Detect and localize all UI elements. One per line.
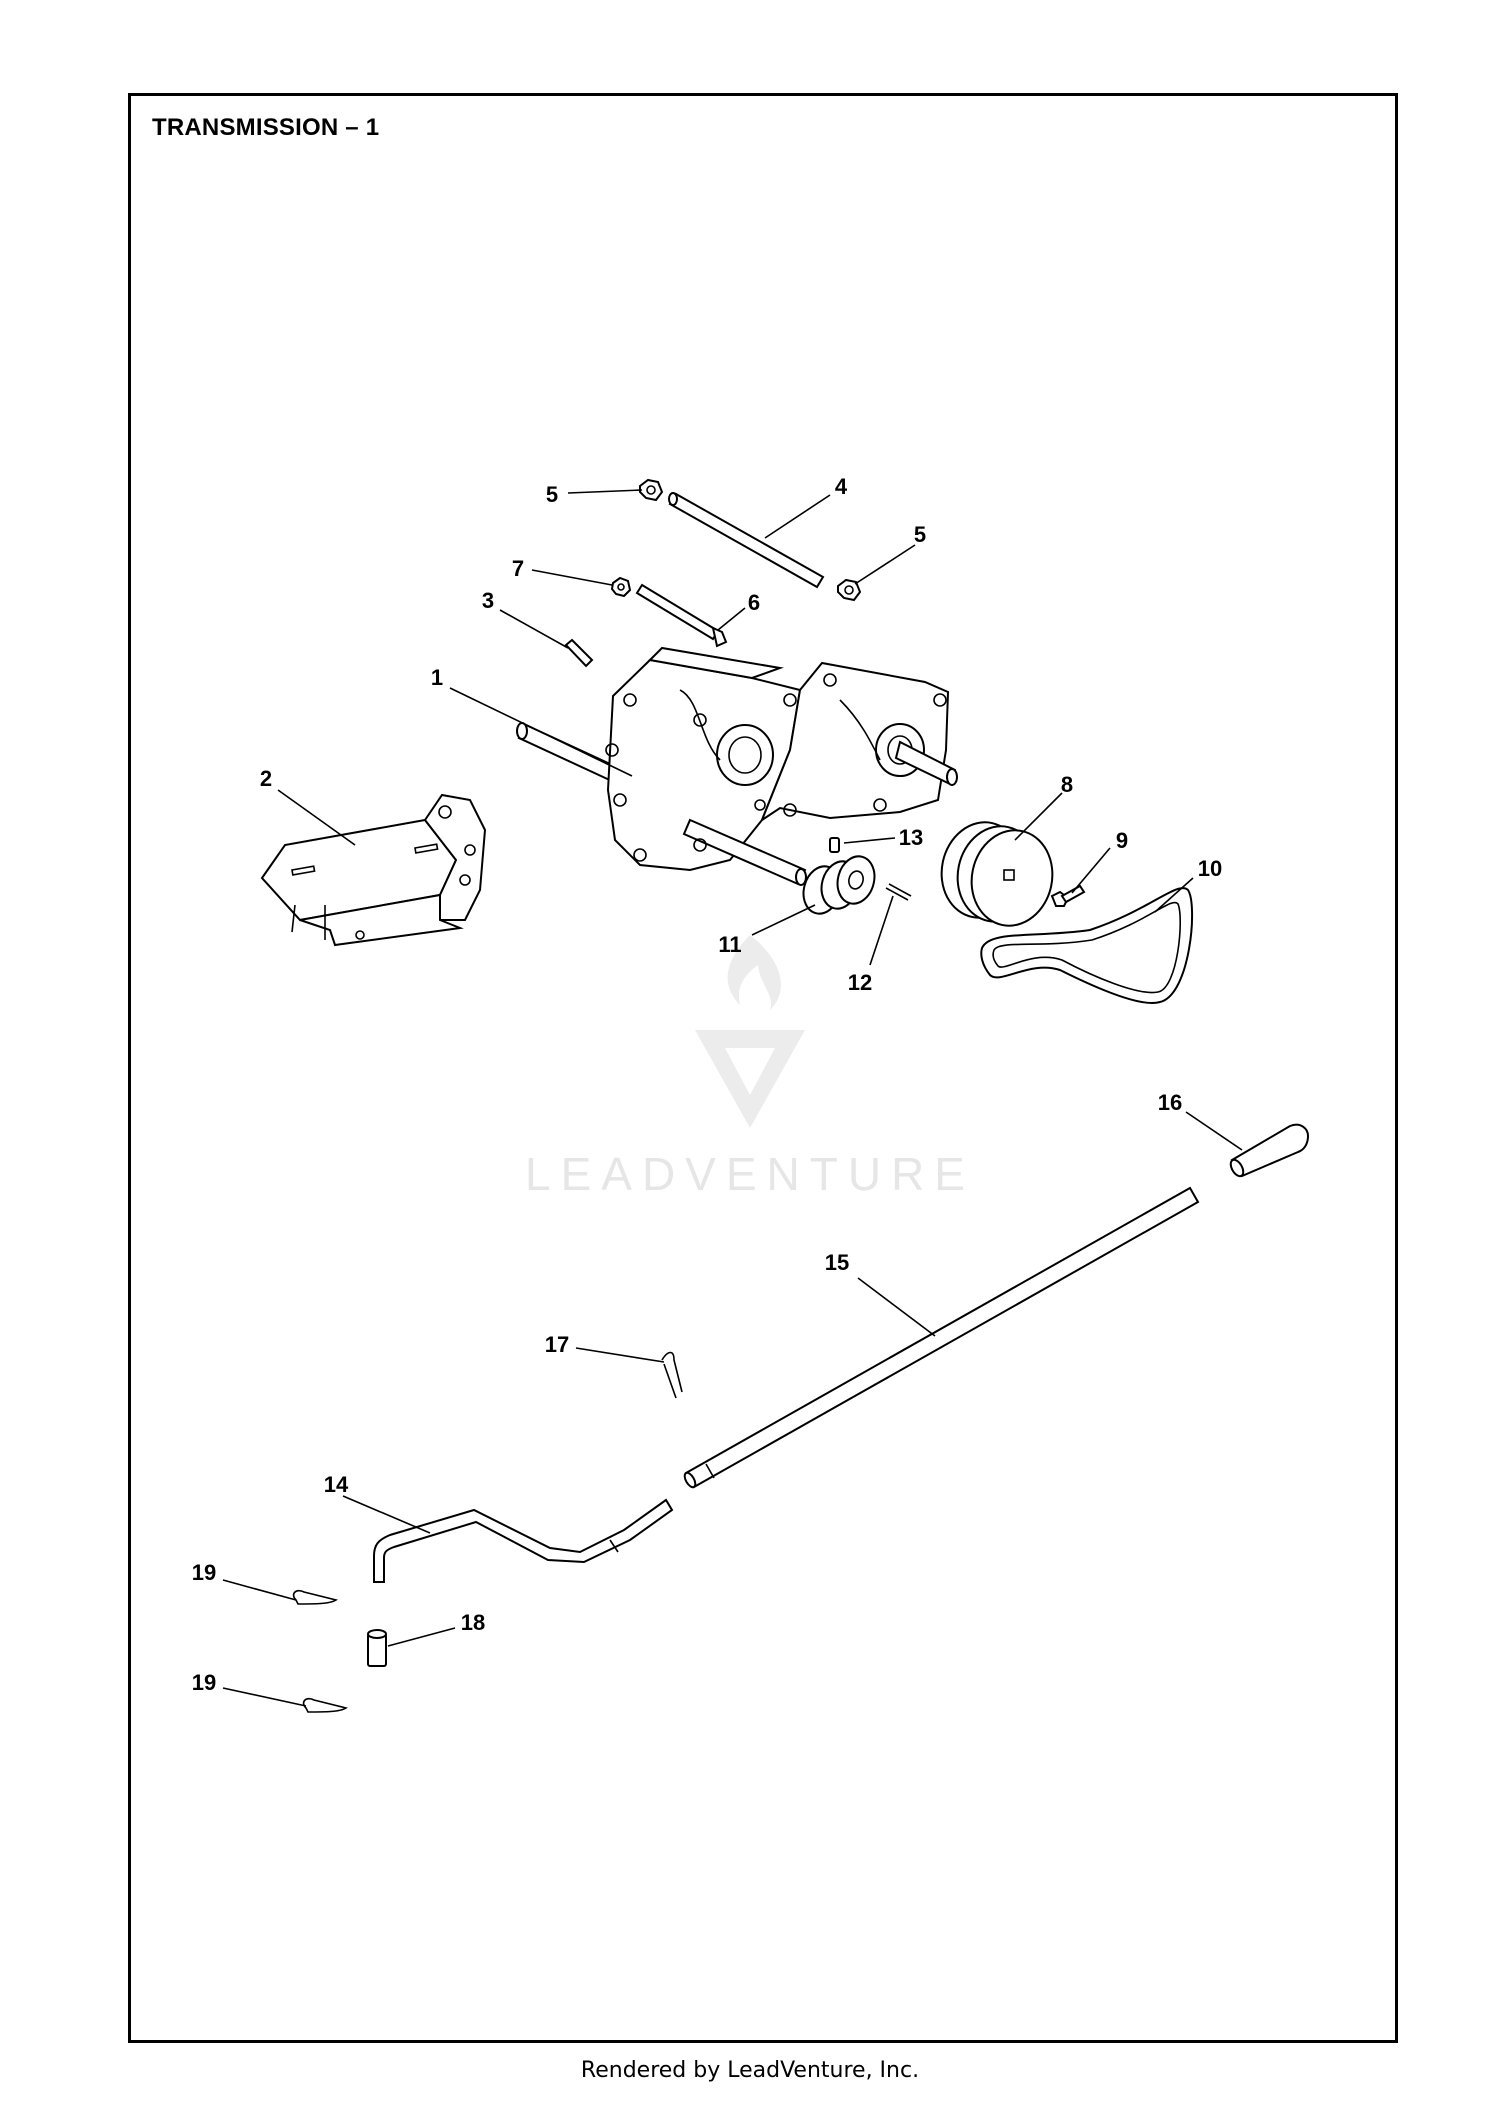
part-5-nut-lower[interactable] [837, 578, 862, 602]
footer-credit: Rendered by LeadVenture, Inc. [580, 2058, 920, 2083]
part-11-small-pulley[interactable] [798, 852, 879, 918]
part-4-rod[interactable] [668, 492, 825, 589]
part-8-pulley[interactable] [933, 815, 1061, 934]
part-2-bracket[interactable] [260, 793, 487, 947]
callout-10: 10 [1198, 856, 1222, 881]
callout-1: 1 [431, 665, 443, 690]
callout-18: 18 [461, 1610, 485, 1635]
callout-5a: 5 [546, 482, 558, 507]
part-3-key[interactable] [564, 638, 594, 668]
part-19-hairpin-upper[interactable] [292, 1589, 338, 1605]
part-18-bushing[interactable] [367, 1629, 387, 1667]
part-15-shift-rod[interactable] [683, 1186, 1200, 1489]
part-14-shift-rod[interactable] [373, 1498, 674, 1583]
watermark-flame-icon [727, 935, 781, 1010]
part-7-nut[interactable] [610, 576, 632, 598]
callout-15: 15 [825, 1250, 849, 1275]
callout-12: 12 [848, 970, 872, 995]
callout-4: 4 [835, 474, 848, 499]
callout-13: 13 [899, 825, 923, 850]
part-17-clip[interactable] [661, 1351, 683, 1399]
callout-19a: 19 [192, 1560, 216, 1585]
part-5-nut-upper[interactable] [639, 478, 664, 502]
leader-lines [222, 489, 1243, 1707]
callout-17: 17 [545, 1332, 569, 1357]
callout-14: 14 [324, 1472, 349, 1497]
callout-5b: 5 [914, 522, 926, 547]
callout-7: 7 [512, 556, 524, 581]
callout-19b: 19 [192, 1670, 216, 1695]
watermark-logo-icon [695, 1030, 805, 1128]
callout-labels: 1 2 3 4 5 5 6 7 8 9 10 11 12 13 14 15 16… [192, 474, 1222, 1695]
part-19-hairpin-lower[interactable] [302, 1697, 348, 1713]
callout-9: 9 [1116, 828, 1128, 853]
callout-11: 11 [718, 932, 741, 957]
callout-2: 2 [260, 766, 272, 791]
part-12-pin[interactable] [885, 883, 912, 901]
part-16-grip[interactable] [1228, 1123, 1310, 1179]
part-10-belt[interactable] [980, 887, 1194, 1004]
callout-16: 16 [1158, 1090, 1182, 1115]
part-6-bolt[interactable] [635, 583, 728, 648]
diagram-frame [128, 93, 1398, 2043]
part-13-spring-pin[interactable] [829, 837, 840, 853]
watermark: LEADVENTURE [525, 935, 975, 1200]
page-title: TRANSMISSION – 1 [152, 114, 380, 141]
watermark-text: LEADVENTURE [525, 1148, 975, 1200]
transmission-housing [605, 646, 958, 886]
part-9-screw[interactable] [1050, 884, 1086, 907]
callout-3: 3 [482, 588, 494, 613]
callout-6: 6 [748, 590, 760, 615]
callout-8: 8 [1061, 772, 1073, 797]
